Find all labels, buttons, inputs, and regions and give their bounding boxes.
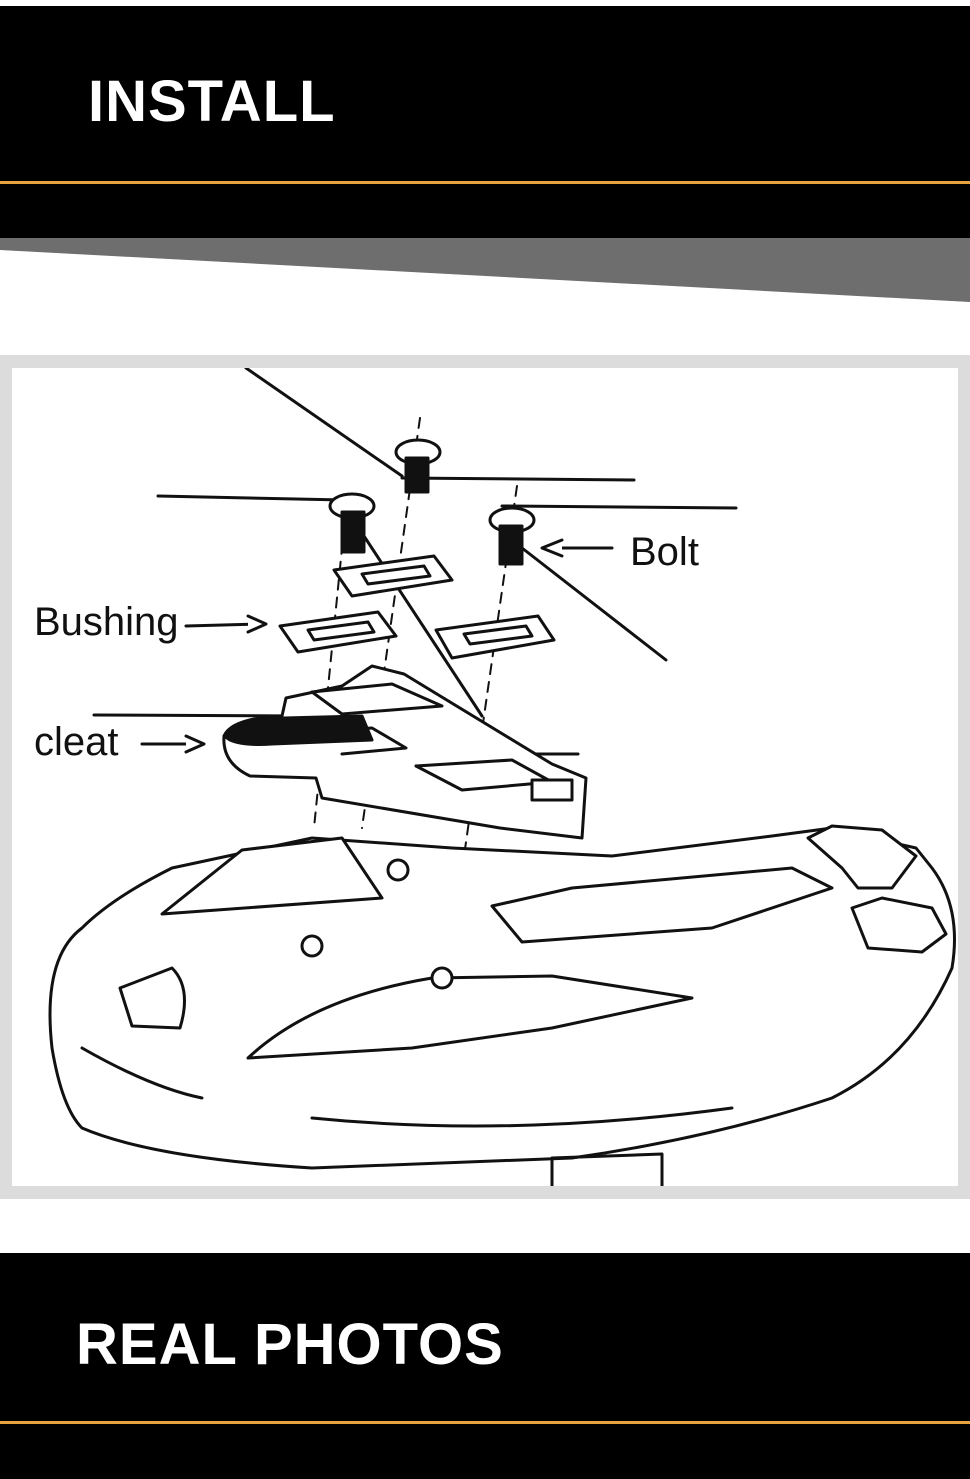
top-margin (0, 0, 970, 6)
diagonal-stripe (0, 238, 970, 302)
install-diagram-frame: Bolt Bushing cleat (0, 355, 970, 1199)
bushing-label: Bushing (34, 600, 179, 644)
install-header: INSTALL (0, 6, 970, 239)
install-title: INSTALL (88, 69, 336, 134)
shoe-cleat-illustration (48, 368, 956, 1186)
real-photos-title: REAL PHOTOS (76, 1312, 504, 1377)
cleat-label: cleat (34, 720, 119, 764)
accent-divider-bottom (0, 1421, 970, 1424)
accent-divider-top (0, 181, 970, 184)
real-photos-header: REAL PHOTOS (0, 1253, 970, 1479)
install-diagram: Bolt Bushing cleat (12, 368, 958, 1186)
bolt-label: Bolt (630, 530, 699, 574)
